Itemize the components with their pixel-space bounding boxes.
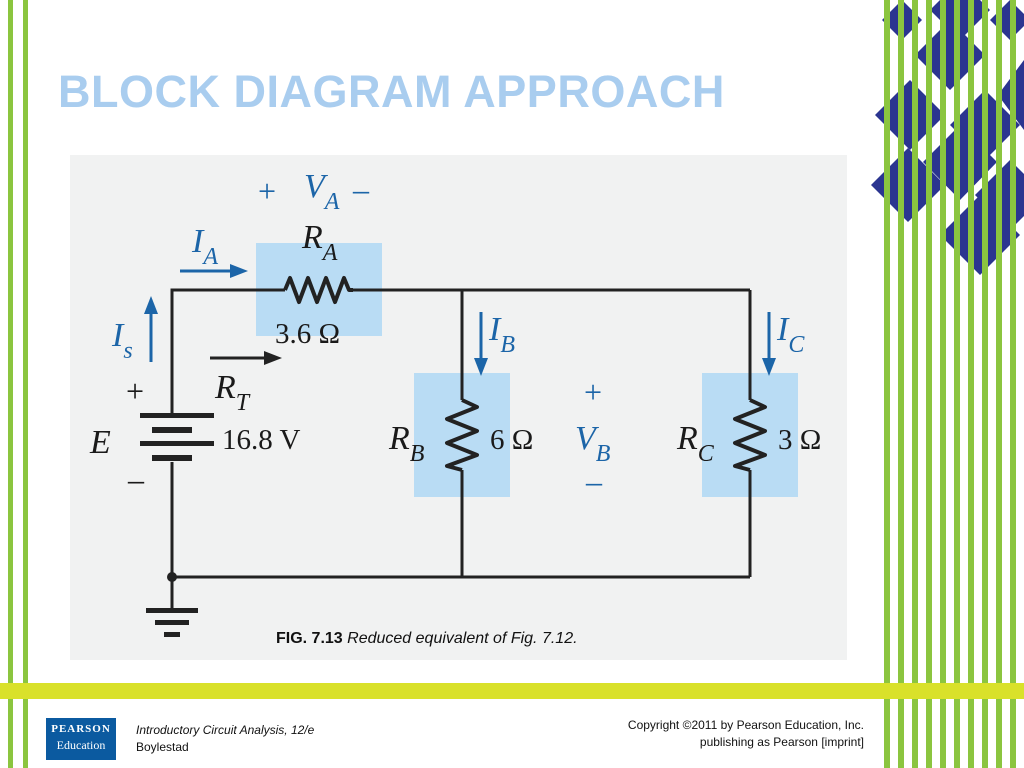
footer-copyright: Copyright ©2011 by Pearson Education, In… — [628, 717, 864, 751]
current-arrows — [144, 264, 776, 376]
caption-text: Reduced equivalent of Fig. 7.12. — [347, 630, 578, 647]
figure-caption: FIG. 7.13 Reduced equivalent of Fig. 7.1… — [276, 630, 578, 648]
e-label: E — [89, 424, 111, 461]
va-minus: – — [352, 171, 370, 207]
rt-arrow — [210, 351, 282, 365]
logo-line2: Education — [56, 738, 106, 752]
ia-label: IA — [191, 223, 218, 270]
vb-minus: – — [585, 463, 603, 499]
caption-label: FIG. 7.13 — [276, 630, 343, 647]
ib-label: IB — [488, 311, 515, 358]
rt-label: RT — [214, 369, 251, 416]
va-label: VA — [304, 168, 340, 215]
resistor-ra — [283, 276, 353, 304]
rb-value: 6 Ω — [490, 424, 533, 456]
ic-label: IC — [776, 311, 805, 358]
e-value: 16.8 V — [222, 424, 300, 456]
book-title: Introductory Circuit Analysis, 12/e — [136, 723, 315, 737]
battery-symbol — [140, 413, 214, 461]
book-author: Boylestad — [136, 740, 189, 754]
ra-label: RA — [301, 219, 338, 266]
rb-label: RB — [388, 420, 425, 467]
ground-node — [167, 572, 177, 582]
resistor-rc — [733, 398, 767, 472]
vb-label: VB — [575, 420, 611, 467]
slide-title: BLOCK DIAGRAM APPROACH — [58, 66, 725, 117]
bottom-band — [0, 683, 1024, 699]
ra-value: 3.6 Ω — [275, 318, 340, 350]
left-stripe — [23, 0, 28, 768]
logo-line1: PEARSON — [51, 723, 111, 735]
copyright-line2: publishing as Pearson [imprint] — [699, 735, 864, 749]
footer-book-info: Introductory Circuit Analysis, 12/e Boyl… — [136, 722, 314, 756]
copyright-line1: Copyright ©2011 by Pearson Education, In… — [627, 718, 864, 732]
va-plus: + — [258, 173, 276, 209]
ground-symbol — [146, 608, 198, 637]
left-stripe — [8, 0, 13, 768]
rc-value: 3 Ω — [778, 424, 821, 456]
wires — [170, 288, 752, 608]
e-minus: – — [127, 461, 145, 497]
e-plus: + — [126, 373, 144, 409]
resistor-rb — [445, 398, 479, 472]
rc-label: RC — [676, 420, 715, 467]
vb-plus: + — [584, 374, 602, 410]
is-label: Is — [111, 317, 133, 364]
pearson-logo: PEARSON Education — [46, 718, 116, 760]
